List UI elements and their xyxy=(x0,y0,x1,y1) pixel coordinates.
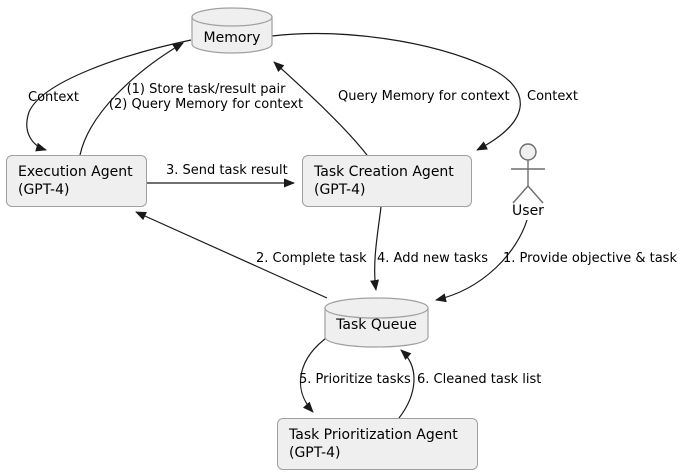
edge-label-prioritize-tasks: 5. Prioritize tasks xyxy=(299,372,411,387)
user-actor-icon xyxy=(511,143,545,204)
task-queue-cylinder-icon xyxy=(324,297,429,348)
task-prioritization-agent-name: Task Prioritization Agent xyxy=(289,427,458,443)
edge-prioritization-to-taskqueue-cleaned xyxy=(398,349,415,419)
edge-execution-to-memory-store-query xyxy=(79,42,184,156)
user-label: User xyxy=(512,203,544,219)
edge-label-query-memory: Query Memory for context xyxy=(338,89,510,104)
task-creation-agent-name: Task Creation Agent xyxy=(314,164,454,180)
edge-memory-to-execution-context xyxy=(26,39,192,152)
edge-label-send-task-result: 3. Send task result xyxy=(166,163,288,178)
task-creation-agent-node: Task Creation Agent (GPT-4) xyxy=(302,155,472,207)
edge-label-context-right: Context xyxy=(527,89,578,104)
memory-cylinder-icon xyxy=(191,7,273,54)
edge-taskqueue-to-execution-complete-task xyxy=(135,211,328,299)
task-queue-label: Task Queue xyxy=(336,317,417,333)
edge-label-add-new-tasks: 4. Add new tasks xyxy=(377,251,488,266)
task-prioritization-agent-node: Task Prioritization Agent (GPT-4) xyxy=(277,418,478,470)
execution-agent-model: (GPT-4) xyxy=(18,182,70,198)
edge-taskcreation-to-taskqueue-add-tasks xyxy=(370,206,382,291)
edge-taskqueue-to-prioritization-prioritize xyxy=(299,335,330,413)
memory-label: Memory xyxy=(203,30,261,46)
edge-label-cleaned-task-list: 6. Cleaned task list xyxy=(417,372,542,387)
edge-label-provide-objective: 1. Provide objective & task xyxy=(503,251,677,266)
edge-user-to-taskqueue-provide-objective xyxy=(435,219,528,303)
execution-agent-name: Execution Agent xyxy=(18,164,133,180)
edge-label-context-left: Context xyxy=(28,90,79,105)
edge-label-store-query-line2: (2) Query Memory for context xyxy=(108,97,304,112)
edge-taskcreation-to-memory-query xyxy=(273,61,368,156)
execution-agent-node: Execution Agent (GPT-4) xyxy=(6,155,147,207)
task-creation-agent-model: (GPT-4) xyxy=(314,182,366,198)
edge-label-complete-task: 2. Complete task xyxy=(256,251,367,266)
edge-label-store-query-line1: (1) Store task/result pair xyxy=(126,82,286,97)
edge-label-store-query: (1) Store task/result pair (2) Query Mem… xyxy=(100,82,312,112)
task-prioritization-agent-model: (GPT-4) xyxy=(289,445,341,461)
edge-memory-to-taskcreation-context xyxy=(271,32,521,151)
